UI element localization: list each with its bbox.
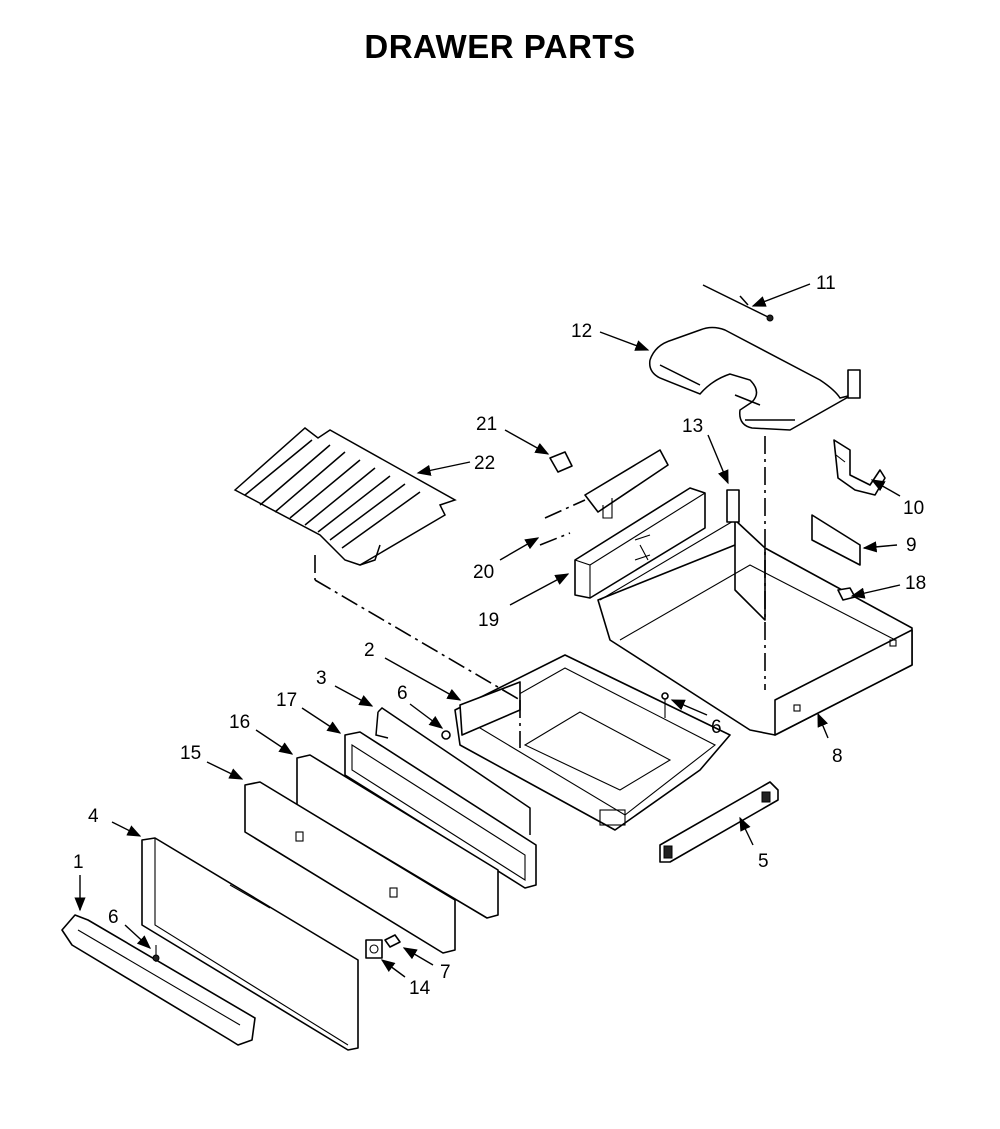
callout-16: 16	[229, 712, 250, 733]
callout-21: 21	[476, 414, 497, 435]
callout-3: 3	[316, 668, 327, 689]
mounting-screw[interactable]	[549, 451, 573, 473]
door-handle[interactable]	[61, 914, 256, 1046]
wire-shield[interactable]	[811, 514, 861, 566]
door-insulation[interactable]	[244, 781, 456, 954]
leader-lines	[74, 283, 901, 978]
callout-6: 6	[108, 907, 119, 928]
screw[interactable]	[441, 730, 451, 740]
callout-17: 17	[276, 690, 297, 711]
screw[interactable]	[152, 945, 160, 962]
drawer-housing[interactable]	[597, 519, 913, 736]
callout-6: 6	[397, 683, 408, 704]
callout-9: 9	[906, 535, 917, 556]
callout-15: 15	[180, 743, 201, 764]
terminal-block[interactable]	[726, 489, 740, 523]
page-title: DRAWER PARTS	[364, 28, 636, 65]
callout-1: 1	[73, 852, 84, 873]
callout-11: 11	[816, 273, 836, 294]
callout-2: 2	[364, 640, 375, 661]
callout-5: 5	[758, 851, 769, 872]
element-bracket[interactable]	[833, 439, 886, 496]
callout-4: 4	[88, 806, 99, 827]
drawer-body[interactable]	[454, 654, 731, 831]
bake-element[interactable]	[648, 326, 861, 431]
callout-22: 22	[474, 453, 495, 474]
callout-7: 7	[440, 962, 451, 983]
callout-6: 6	[711, 717, 722, 738]
rack-alignment-line	[314, 579, 521, 701]
spring-clip[interactable]	[384, 934, 401, 948]
callout-18: 18	[905, 573, 926, 594]
outer-door[interactable]	[141, 837, 359, 1051]
callout-13: 13	[682, 416, 703, 437]
callout-14: 14	[409, 978, 431, 999]
grommet[interactable]	[365, 939, 383, 959]
insulation-block[interactable]	[574, 487, 706, 599]
inner-door-panel[interactable]	[344, 731, 537, 889]
clamp-bracket[interactable]	[539, 449, 669, 546]
drawer-rack[interactable]	[233, 427, 457, 566]
callout-8: 8	[832, 746, 843, 767]
callout-19: 19	[478, 610, 499, 631]
slide-rail[interactable]	[659, 781, 779, 863]
callout-12: 12	[571, 321, 592, 342]
screw[interactable]	[661, 692, 669, 718]
callout-20: 20	[473, 562, 494, 583]
door-gasket[interactable]	[375, 707, 531, 835]
sensor-probe[interactable]	[702, 284, 774, 322]
callout-10: 10	[903, 498, 924, 519]
